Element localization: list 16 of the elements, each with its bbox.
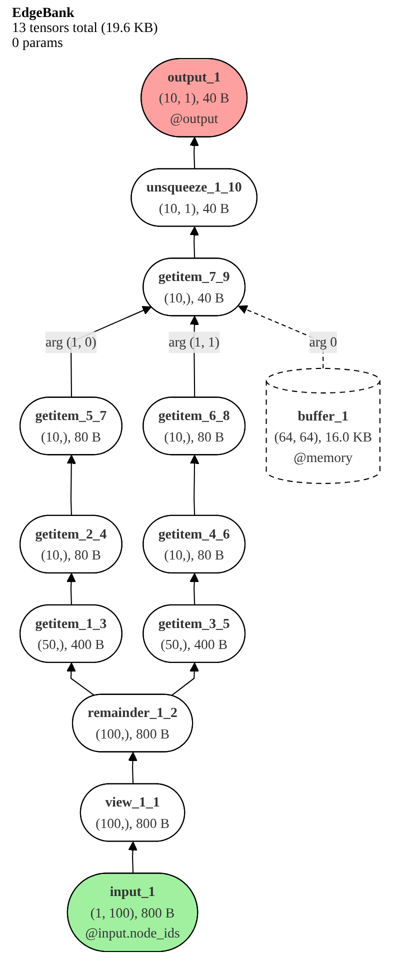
arrow (171, 662, 199, 696)
summary-note: 13 tensors total (19.6 KB) (12, 21, 158, 36)
arrow (66, 454, 76, 516)
arrow (66, 662, 96, 696)
arrow (190, 454, 200, 516)
edge-label: arg (1, 1) (168, 334, 220, 350)
arrow (190, 136, 199, 170)
arrow (66, 573, 76, 606)
arrow (190, 226, 199, 259)
edge-label: arg 0 (309, 334, 338, 350)
diagram-title: EdgeBank (12, 6, 76, 21)
arrow (190, 573, 199, 606)
edge-label: arg (1, 0) (46, 334, 96, 350)
arrow (128, 752, 138, 784)
arrow (128, 841, 138, 874)
summary-note: 0 params (12, 36, 64, 51)
